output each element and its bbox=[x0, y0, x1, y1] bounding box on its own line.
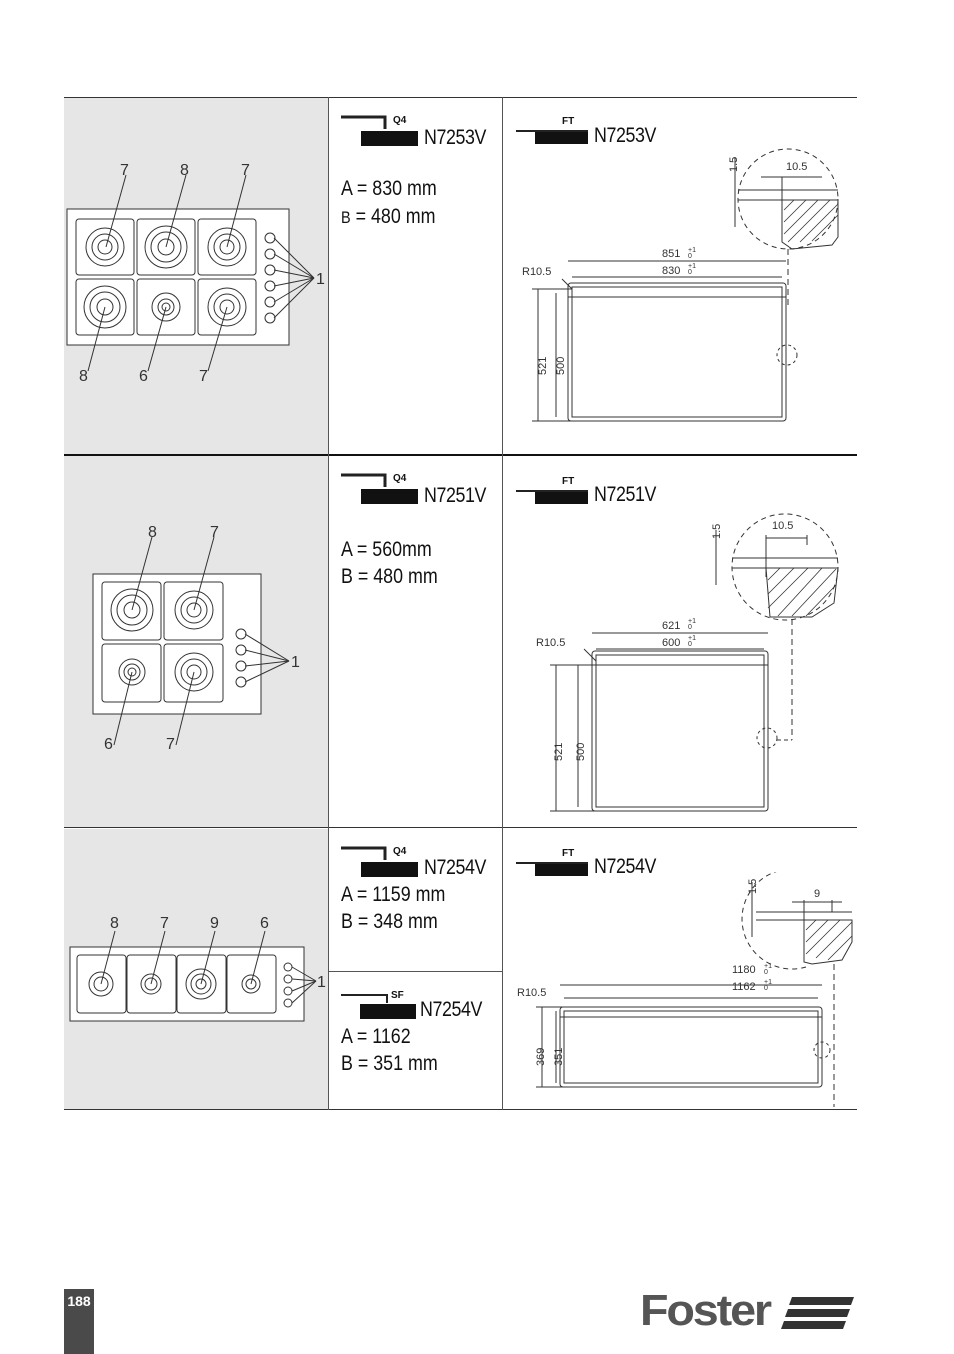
cutout-outer-depth: 369 bbox=[535, 1048, 547, 1066]
cutout-outer-width: 1180 bbox=[732, 964, 756, 976]
hob-callout-knobs: 1 bbox=[316, 271, 325, 288]
hob-diagram-n7251v: 8 7 6 7 1 bbox=[92, 524, 300, 753]
model-number: N7253V bbox=[424, 126, 486, 149]
svg-text:0: 0 bbox=[764, 969, 768, 976]
sf-divider bbox=[328, 971, 502, 972]
row-divider-2 bbox=[64, 827, 857, 828]
dimension-b: B = 351 mm bbox=[341, 1052, 438, 1075]
table-bottom-rule bbox=[64, 1109, 857, 1110]
cutout-inner-depth: 500 bbox=[575, 743, 587, 761]
cutout-outer-depth: 521 bbox=[537, 357, 549, 375]
cutout-outer-width: 851 bbox=[662, 248, 680, 260]
hob-callout-knobs: 1 bbox=[291, 654, 300, 671]
row-divider-1 bbox=[64, 454, 857, 456]
cutout-outer-width: 621 bbox=[662, 620, 680, 632]
svg-text:+1: +1 bbox=[764, 963, 772, 970]
detail-width: 9 bbox=[814, 888, 820, 900]
sf-badge: SF bbox=[341, 989, 421, 1023]
hob-callout: 8 bbox=[180, 162, 189, 179]
ft-badge: FT bbox=[516, 847, 596, 881]
cutout-diagram-n7253v: 1.5 10.5 851 +10 830 +10 R10.5 521 500 bbox=[522, 148, 839, 422]
model-number: N7254V bbox=[424, 856, 486, 879]
hob-callout: 7 bbox=[120, 162, 129, 179]
model-number: N7253V bbox=[594, 124, 656, 147]
q4-badge: Q4 bbox=[341, 845, 421, 879]
ft-badge: FT bbox=[516, 475, 596, 509]
foster-logo: Foster bbox=[640, 1285, 860, 1340]
detail-thickness: 1.5 bbox=[728, 157, 740, 172]
cutout-inner-width: 1162 bbox=[732, 981, 756, 993]
svg-text:+1: +1 bbox=[688, 635, 696, 642]
hob-diagram-n7254v: 8 7 9 6 1 bbox=[69, 915, 326, 1022]
brand-name: Foster bbox=[640, 1286, 772, 1335]
svg-text:0: 0 bbox=[688, 269, 692, 276]
page-number: 188 bbox=[64, 1289, 94, 1354]
q4-badge: Q4 bbox=[341, 114, 421, 148]
svg-text:+1: +1 bbox=[764, 979, 772, 986]
table-top-rule bbox=[64, 97, 857, 98]
hob-callout: 8 bbox=[148, 524, 157, 541]
cutout-inner-depth: 351 bbox=[553, 1048, 565, 1066]
model-number: N7251V bbox=[594, 483, 656, 506]
hob-callout: 7 bbox=[166, 736, 175, 753]
detail-thickness: 1.5 bbox=[747, 879, 759, 894]
cutout-inner-width: 600 bbox=[662, 637, 680, 649]
cutout-diagram-n7254v: 1.5 9 1180 +10 1162 +10 R10.5 369 351 bbox=[517, 872, 853, 1107]
svg-text:0: 0 bbox=[688, 253, 692, 260]
hob-callout-knobs: 1 bbox=[317, 974, 326, 991]
hob-callout: 7 bbox=[160, 915, 169, 932]
column-divider-2 bbox=[502, 97, 503, 1110]
model-number: N7254V bbox=[420, 998, 482, 1021]
dimension-b: B = 480 mm bbox=[341, 565, 438, 588]
cutout-diagram-n7251v: 1.5 10.5 621 +10 600 +10 R10.5 521 500 bbox=[536, 513, 839, 812]
model-number: N7254V bbox=[594, 855, 656, 878]
cutout-radius: R10.5 bbox=[536, 637, 565, 649]
hob-callout: 9 bbox=[210, 915, 219, 932]
dimension-a: A = 830 mm bbox=[341, 177, 437, 200]
q4-badge: Q4 bbox=[341, 472, 421, 506]
ft-badge: FT bbox=[516, 115, 596, 149]
hob-callout: 6 bbox=[139, 368, 148, 385]
detail-width: 10.5 bbox=[772, 520, 793, 532]
svg-text:0: 0 bbox=[764, 985, 768, 992]
dimension-a: A = 560mm bbox=[341, 538, 432, 561]
product-table: 7 8 7 8 6 7 1 Q4 N7253V A = 830 mm B = 4… bbox=[64, 97, 857, 1110]
cutout-radius: R10.5 bbox=[517, 987, 546, 999]
hob-callout: 8 bbox=[79, 368, 88, 385]
dimension-a: A = 1159 mm bbox=[341, 883, 446, 906]
svg-text:0: 0 bbox=[688, 641, 692, 648]
hob-callout: 6 bbox=[104, 736, 113, 753]
brand-stripes-icon bbox=[781, 1297, 854, 1329]
hob-callout: 7 bbox=[199, 368, 208, 385]
svg-text:+1: +1 bbox=[688, 618, 696, 625]
svg-text:+1: +1 bbox=[688, 263, 696, 270]
dimension-b: B = 480 mm bbox=[341, 205, 436, 228]
hob-callout: 7 bbox=[210, 524, 219, 541]
detail-width: 10.5 bbox=[786, 161, 807, 173]
svg-text:0: 0 bbox=[688, 624, 692, 631]
hob-callout: 7 bbox=[241, 162, 250, 179]
model-number: N7251V bbox=[424, 484, 486, 507]
cutout-inner-depth: 500 bbox=[555, 357, 567, 375]
column-divider-1 bbox=[328, 97, 329, 1110]
detail-thickness: 1.5 bbox=[711, 524, 723, 539]
dimension-b: B = 348 mm bbox=[341, 910, 438, 933]
hob-callout: 8 bbox=[110, 915, 119, 932]
dimension-a: A = 1162 bbox=[341, 1025, 411, 1048]
cutout-inner-width: 830 bbox=[662, 265, 680, 277]
hob-callout: 6 bbox=[260, 915, 269, 932]
cutout-outer-depth: 521 bbox=[553, 743, 565, 761]
cutout-radius: R10.5 bbox=[522, 266, 551, 278]
hob-diagram-n7253v: 7 8 7 8 6 7 1 bbox=[66, 162, 325, 385]
svg-text:+1: +1 bbox=[688, 247, 696, 254]
